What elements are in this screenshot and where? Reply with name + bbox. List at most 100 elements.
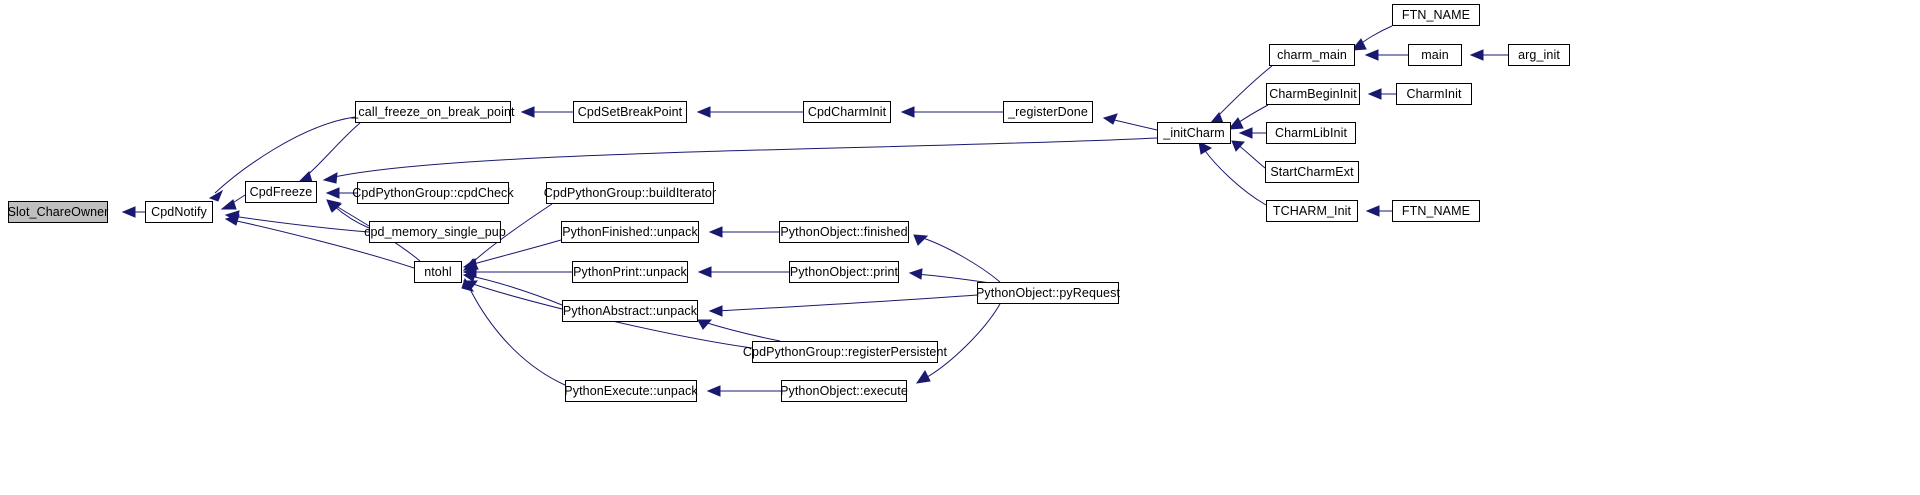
- graph-node-label: _registerDone: [1008, 104, 1088, 119]
- graph-node-label: TCHARM_Init: [1272, 203, 1352, 218]
- graph-node-charm_main[interactable]: charm_main: [1269, 44, 1355, 66]
- graph-node-label: CpdPythonGroup::buildIterator: [543, 185, 717, 200]
- graph-edge-arrowhead-initcharm-to-regdone: [1102, 113, 1118, 125]
- graph-node-pyobj_print[interactable]: PythonObject::print: [789, 261, 899, 283]
- graph-edge-sce-to-initcharm: [1237, 144, 1266, 169]
- graph-edge-regpers-to-pyabstract: [703, 321, 781, 342]
- graph-edge-initcharm-to-cpdfreeze: [329, 137, 1158, 179]
- graph-node-cpdnotify[interactable]: CpdNotify: [145, 201, 213, 223]
- graph-node-label: main: [1421, 47, 1449, 62]
- graph-node-cpdcheck[interactable]: CpdPythonGroup::cpdCheck: [352, 182, 514, 204]
- graph-node-label: charm_main: [1277, 47, 1347, 62]
- graph-node-label: PythonObject::print: [789, 264, 899, 279]
- graph-node-label: PythonAbstract::unpack: [562, 303, 698, 318]
- graph-edge-arrowhead-sce-to-initcharm: [1231, 140, 1246, 152]
- graph-node-label: CharmBeginInit: [1269, 86, 1357, 101]
- graph-edge-arrowhead-cpdcheck-to-cpdfreeze: [325, 187, 340, 199]
- graph-edge-arrowhead-pyreq-to-pyobjfin: [913, 234, 929, 246]
- graph-node-label: _call_freeze_on_break_point: [351, 104, 515, 119]
- graph-node-charmbegininit[interactable]: CharmBeginInit: [1266, 83, 1360, 105]
- graph-edge-arrowhead-pyreq-to-pyobjprint: [908, 268, 923, 280]
- graph-node-label: Slot_ChareOwner: [7, 204, 109, 219]
- graph-node-ntohl[interactable]: ntohl: [414, 261, 462, 283]
- graph-node-registerpersistent[interactable]: CpdPythonGroup::registerPersistent: [743, 341, 947, 363]
- graph-edge-arrowhead-ntohl-to-cpdfreeze: [326, 199, 342, 211]
- graph-edge-arrowhead-ntohl-to-cpdnotify: [224, 214, 240, 226]
- graph-edge-pyexec-to-ntohl: [467, 284, 566, 386]
- graph-node-pythonprint[interactable]: PythonPrint::unpack: [572, 261, 688, 283]
- graph-node-label: CharmLibInit: [1274, 125, 1348, 140]
- graph-edge-arrowhead-pyabstract-to-ntohl: [462, 270, 477, 282]
- graph-node-slot_chareowner[interactable]: Slot_ChareOwner: [8, 201, 108, 223]
- graph-node-cpd_memory_single[interactable]: cpd_memory_single_pup: [364, 221, 506, 243]
- graph-node-builditerator[interactable]: CpdPythonGroup::buildIterator: [544, 182, 716, 204]
- graph-edge-arrowhead-pyobjprint-to-pyprint: [697, 266, 712, 278]
- graph-node-label: PythonObject::execute: [780, 383, 908, 398]
- graph-node-charminit[interactable]: CharmInit: [1396, 83, 1472, 105]
- graph-edge-arrowhead-builditer-to-ntohl: [462, 258, 479, 271]
- graph-edge-arrowhead-callfreeze-to-cpdnotify: [208, 189, 224, 202]
- graph-edge-arrowhead-regdone-to-cpdcharm: [900, 106, 915, 118]
- graph-edge-arrowhead-cbinit-to-initcharm: [1227, 117, 1244, 130]
- graph-node-registerdone[interactable]: _registerDone: [1003, 101, 1093, 123]
- graph-node-label: CpdPythonGroup::cpdCheck: [352, 185, 514, 200]
- graph-edge-arrowhead-main-to-charmmain: [1364, 49, 1379, 61]
- graph-edge-pyreq-to-pyobjfin: [919, 236, 1001, 283]
- graph-edge-arrowhead-initcharm-to-cpdfreeze: [322, 172, 338, 184]
- graph-node-label: FTN_NAME: [1401, 7, 1471, 22]
- graph-edge-cpdfreeze-to-cpdnotify: [227, 194, 246, 207]
- graph-node-label: PythonPrint::unpack: [573, 264, 687, 279]
- graph-node-cpdcharminit[interactable]: CpdCharmInit: [803, 101, 891, 123]
- graph-edge-arrowhead-pyreq-to-pyobjexec: [915, 370, 931, 384]
- graph-node-pyobj_execute[interactable]: PythonObject::execute: [780, 380, 908, 402]
- graph-edge-arrowhead-pyreq-to-pyabstract: [708, 305, 723, 317]
- graph-edge-arrowhead-regpers-to-ntohl: [463, 280, 479, 291]
- graph-node-initcharm[interactable]: _initCharm: [1157, 122, 1231, 144]
- graph-edge-arrowhead-cpdmem-to-cpdnotify: [224, 210, 240, 222]
- graph-node-cpdsetbreakpoint[interactable]: CpdSetBreakPoint: [573, 101, 687, 123]
- graph-edge-pyabstract-to-ntohl: [469, 275, 563, 306]
- graph-node-ftn_name_bottom[interactable]: FTN_NAME: [1392, 200, 1480, 222]
- graph-node-label: FTN_NAME: [1401, 203, 1471, 218]
- graph-edge-ftn-to-charmmain: [1357, 25, 1393, 47]
- graph-node-pythonexecute[interactable]: PythonExecute::unpack: [564, 380, 698, 402]
- graph-edge-arrowhead-cpdcharm-to-cpdset: [696, 106, 711, 118]
- graph-node-label: CpdCharmInit: [807, 104, 887, 119]
- graph-node-main[interactable]: main: [1408, 44, 1462, 66]
- graph-node-label: cpd_memory_single_pup: [364, 224, 506, 239]
- graph-node-label: ntohl: [424, 264, 452, 279]
- graph-node-cpdfreeze[interactable]: CpdFreeze: [245, 181, 317, 203]
- graph-edge-arrowhead-ftnb-to-tcharm: [1365, 205, 1380, 217]
- graph-edge-arrowhead-charminit-to-cbinit: [1367, 88, 1382, 100]
- graph-node-label: StartCharmExt: [1270, 164, 1354, 179]
- graph-edge-arrowhead-arginit-to-main: [1469, 49, 1484, 61]
- graph-edge-arrowhead-cpdfreeze-to-cpdnotify: [220, 199, 237, 210]
- graph-node-label: CpdNotify: [151, 204, 207, 219]
- graph-node-label: CharmInit: [1406, 86, 1462, 101]
- graph-node-pythonfinished[interactable]: PythonFinished::unpack: [561, 221, 699, 243]
- graph-edge-arrowhead-cpdnotify-to-slot: [121, 206, 136, 218]
- graph-node-pyrequest[interactable]: PythonObject::pyRequest: [976, 282, 1120, 304]
- graph-edge-arrowhead-pyprint-to-ntohl: [462, 266, 477, 278]
- graph-node-ftn_name_top[interactable]: FTN_NAME: [1392, 4, 1480, 26]
- graph-node-startcharmext[interactable]: StartCharmExt: [1265, 161, 1359, 183]
- graph-node-call_freeze[interactable]: _call_freeze_on_break_point: [351, 101, 515, 123]
- graph-node-label: CpdSetBreakPoint: [577, 104, 683, 119]
- graph-edge-arrowhead-cpdmem-to-cpdfreeze: [327, 201, 343, 213]
- graph-node-pythonabstract[interactable]: PythonAbstract::unpack: [562, 300, 698, 322]
- graph-node-tcharm_init[interactable]: TCHARM_Init: [1266, 200, 1358, 222]
- graph-edge-cbinit-to-initcharm: [1234, 104, 1269, 126]
- graph-edge-arrowhead-cpdset-to-callfreeze: [520, 106, 535, 118]
- graph-node-arg_init[interactable]: arg_init: [1508, 44, 1570, 66]
- graph-edge-arrowhead-clinit-to-initcharm: [1238, 127, 1253, 139]
- graph-node-label: CpdFreeze: [249, 184, 313, 199]
- graph-node-charmlibinit[interactable]: CharmLibInit: [1266, 122, 1356, 144]
- graph-node-label: _initCharm: [1163, 125, 1225, 140]
- graph-edge-tcharm-to-initcharm: [1202, 147, 1267, 206]
- graph-edge-arrowhead-regpers-to-pyabstract: [697, 319, 713, 330]
- graph-edge-arrowhead-pyexec-to-ntohl: [461, 277, 475, 292]
- graph-node-pyobj_finished[interactable]: PythonObject::finished: [779, 221, 909, 243]
- graph-edge-arrowhead-pyobjexec-to-pyexec: [706, 385, 721, 397]
